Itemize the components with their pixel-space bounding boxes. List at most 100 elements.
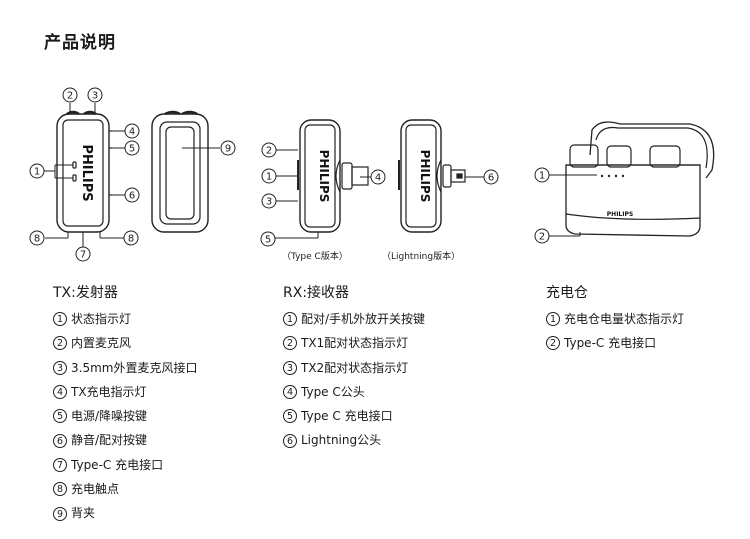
- tx-back-device: [151, 110, 209, 233]
- svg-text:3: 3: [92, 91, 98, 102]
- rx-typec-device: [297, 119, 369, 233]
- item-label: 配对/手机外放开关按键: [301, 312, 426, 326]
- case-brand-logo: PHILIPS: [607, 211, 633, 218]
- tx-list-item: 4 TX充电指示灯: [53, 380, 197, 404]
- item-number-badge: 1: [546, 312, 560, 327]
- rx-list-item: 6 Lightning公头: [283, 428, 425, 452]
- item-label: 静音/配对按键: [71, 433, 148, 448]
- rx-list-item: 3 TX2配对状态指示灯: [283, 356, 425, 380]
- item-label: 状态指示灯: [71, 312, 132, 326]
- tx-callout-8: 8: [123, 230, 139, 246]
- case-heading: 充电仓: [546, 285, 588, 301]
- svg-text:1: 1: [34, 167, 40, 178]
- tx-list-item: 5 电源/降噪按键: [53, 404, 197, 428]
- rx-list-item: 5 Type C 充电接口: [283, 404, 425, 428]
- tx-callout-7: 7: [75, 246, 91, 262]
- item-number-badge: 1: [283, 312, 297, 327]
- rx-callout-6: 6: [483, 169, 499, 185]
- tx-callout-8: 8: [29, 230, 45, 246]
- item-number-badge: 3: [53, 360, 67, 375]
- tx-callout-3: 3: [87, 87, 103, 103]
- tx-brand-logo: PHILIPS: [79, 144, 94, 201]
- item-number-badge: 2: [53, 336, 67, 351]
- rx-lightning-brand-logo: PHILIPS: [418, 150, 432, 203]
- svg-text:7: 7: [80, 250, 86, 261]
- tx-section: TX:发射器 1 状态指示灯 2 内置麦克风 3 3.5mm外置麦克风接口 4 TX充电指示灯…: [53, 282, 197, 526]
- rx-heading: RX:接收器: [283, 285, 350, 301]
- svg-text:2: 2: [539, 232, 545, 243]
- item-number-badge: 3: [283, 360, 297, 375]
- svg-text:6: 6: [129, 191, 135, 202]
- rx-lightning-caption: （Lightning版本）: [382, 252, 461, 262]
- item-label: Type-C 充电接口: [564, 336, 657, 351]
- tx-list: 1 状态指示灯 2 内置麦克风 3 3.5mm外置麦克风接口 4 TX充电指示灯 5 电源/降噪按…: [53, 307, 197, 526]
- case-list: 1 充电仓电量状态指示灯 2 Type-C 充电接口: [546, 307, 684, 356]
- item-label: TX充电指示灯: [71, 384, 147, 399]
- item-label: 充电仓电量状态指示灯: [564, 312, 685, 326]
- item-number-badge: 6: [53, 433, 67, 448]
- tx-list-item: 3 3.5mm外置麦克风接口: [53, 356, 197, 380]
- rx-callout-3: 3: [261, 193, 277, 209]
- tx-callout-6: 6: [124, 187, 140, 203]
- tx-list-item: 9 背夹: [53, 501, 197, 525]
- item-number-badge: 4: [53, 385, 67, 400]
- svg-text:3: 3: [266, 197, 272, 208]
- tx-callout-1: 1: [29, 163, 45, 179]
- item-number-badge: 1: [53, 312, 67, 327]
- tx-list-item: 1 状态指示灯: [53, 307, 197, 331]
- item-number-badge: 6: [283, 433, 297, 448]
- product-diagrams: PHILIPS PHILIPS PHILIPS PHILIPS 12345678…: [29, 87, 715, 262]
- svg-text:1: 1: [266, 172, 272, 183]
- svg-text:4: 4: [129, 127, 135, 138]
- rx-typec-caption: （Type C版本）: [282, 252, 348, 262]
- tx-list-item: 6 静音/配对按键: [53, 428, 197, 452]
- item-number-badge: 5: [53, 409, 67, 424]
- item-number-badge: 9: [53, 506, 67, 521]
- rx-callout-2: 2: [261, 142, 277, 158]
- tx-callout-2: 2: [62, 87, 78, 103]
- svg-text:5: 5: [265, 235, 271, 246]
- item-label: Lightning公头: [301, 433, 382, 448]
- item-label: 3.5mm外置麦克风接口: [71, 360, 198, 375]
- svg-text:6: 6: [488, 173, 494, 184]
- tx-list-item: 8 充电触点: [53, 477, 197, 501]
- rx-list-item: 2 TX1配对状态指示灯: [283, 331, 425, 355]
- tx-heading: TX:发射器: [53, 285, 118, 301]
- case-list-item: 1 充电仓电量状态指示灯: [546, 307, 684, 331]
- case-callout-1: 1: [534, 167, 550, 183]
- item-number-badge: 2: [283, 336, 297, 351]
- svg-text:8: 8: [128, 234, 134, 245]
- item-label: 内置麦克风: [71, 336, 132, 351]
- svg-text:1: 1: [539, 171, 545, 182]
- item-label: 背夹: [71, 506, 96, 521]
- item-label: 电源/降噪按键: [71, 409, 148, 424]
- tx-callout-5: 5: [124, 140, 140, 156]
- rx-lightning-device: [398, 119, 466, 233]
- item-number-badge: 2: [546, 336, 560, 351]
- svg-text:9: 9: [225, 144, 231, 155]
- rx-list-item: 1 配对/手机外放开关按键: [283, 307, 425, 331]
- rx-callout-1: 1: [261, 168, 277, 184]
- item-label: TX1配对状态指示灯: [301, 336, 409, 351]
- case-callout-2: 2: [534, 228, 550, 244]
- case-list-item: 2 Type-C 充电接口: [546, 331, 684, 355]
- item-number-badge: 4: [283, 385, 297, 400]
- tx-callout-4: 4: [124, 123, 140, 139]
- item-label: TX2配对状态指示灯: [301, 360, 409, 375]
- svg-text:2: 2: [67, 91, 73, 102]
- rx-section: RX:接收器 1 配对/手机外放开关按键 2 TX1配对状态指示灯 3 TX2配对状态指示…: [283, 282, 425, 453]
- item-label: 充电触点: [71, 482, 120, 497]
- charging-case: [565, 121, 715, 237]
- rx-list-item: 4 Type C公头: [283, 380, 425, 404]
- item-number-badge: 7: [53, 457, 67, 472]
- item-number-badge: 8: [53, 482, 67, 497]
- item-label: Type C 充电接口: [301, 409, 393, 424]
- item-number-badge: 5: [283, 409, 297, 424]
- svg-text:4: 4: [375, 173, 381, 184]
- item-label: Type C公头: [301, 384, 365, 399]
- svg-text:8: 8: [34, 234, 40, 245]
- svg-text:2: 2: [266, 146, 272, 157]
- tx-list-item: 2 内置麦克风: [53, 331, 197, 355]
